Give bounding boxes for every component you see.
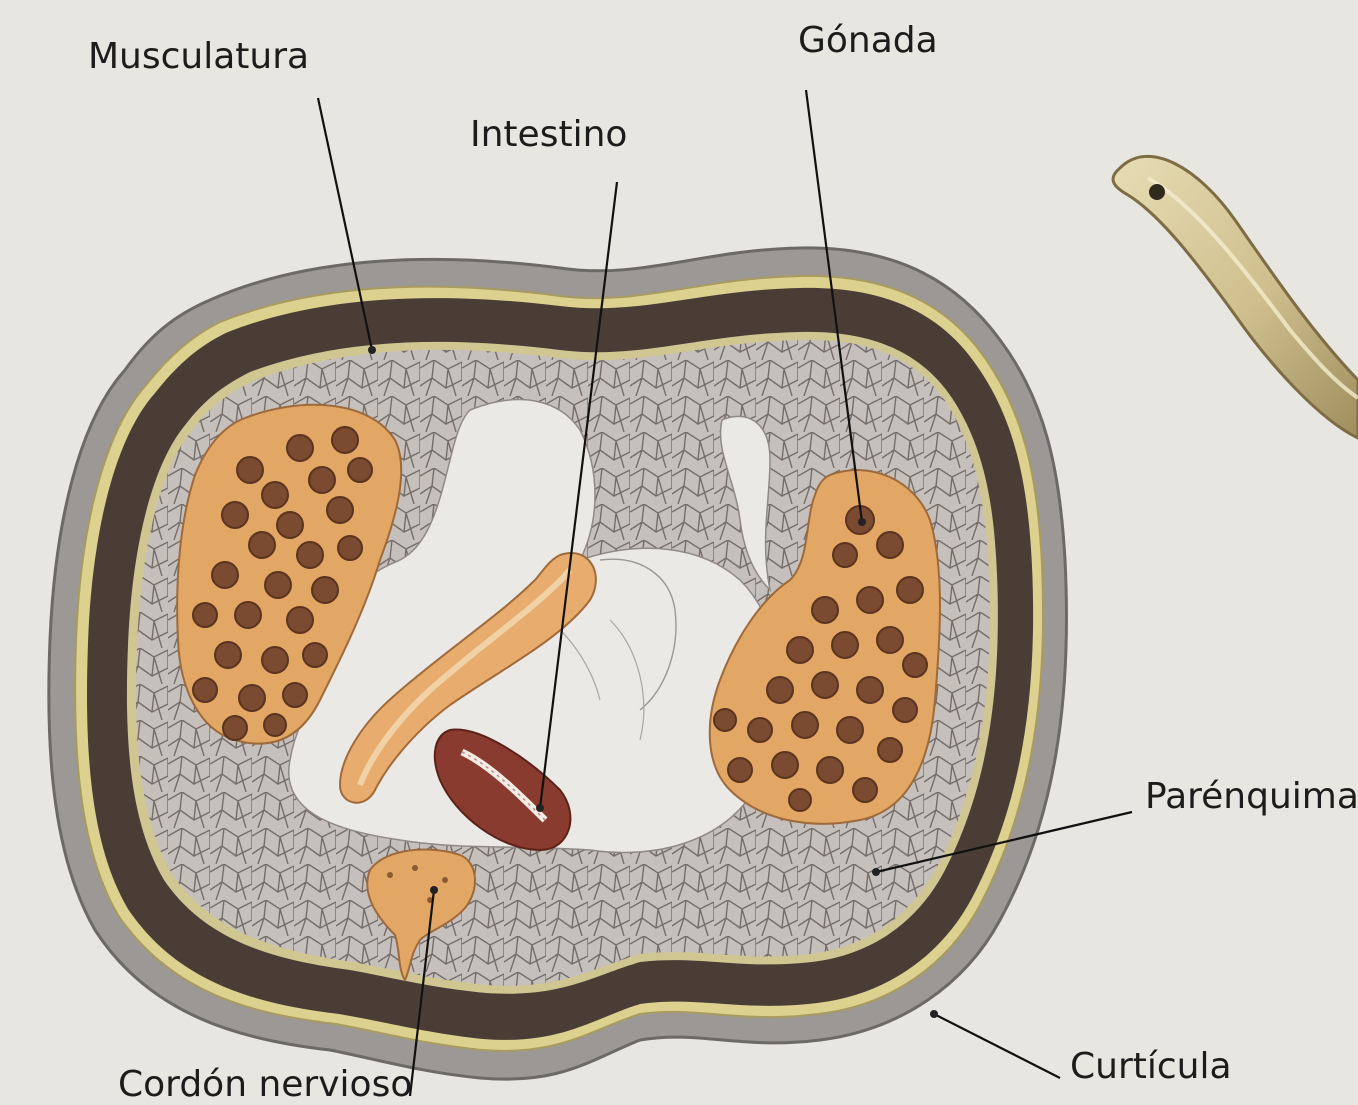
curticula-leader-line bbox=[934, 1014, 1060, 1078]
label-cordon-nervioso: Cordón nervioso bbox=[118, 1064, 412, 1105]
whole-worm-illustration bbox=[1113, 156, 1358, 438]
gonada-pointer-dot bbox=[858, 518, 866, 526]
curticula-pointer-dot bbox=[930, 1010, 938, 1018]
label-musculatura: Musculatura bbox=[88, 36, 309, 77]
label-intestino: Intestino bbox=[470, 114, 627, 155]
label-gonada: Gónada bbox=[798, 20, 938, 61]
worm-eye-icon bbox=[1149, 184, 1165, 200]
label-curticula: Curtícula bbox=[1070, 1046, 1232, 1087]
musculatura-pointer-dot bbox=[368, 346, 376, 354]
intestino-pointer-dot bbox=[536, 804, 544, 812]
label-parenquima: Parénquima bbox=[1145, 776, 1358, 817]
cordon-nervioso-pointer-dot bbox=[430, 886, 438, 894]
parenquima-pointer-dot bbox=[872, 868, 880, 876]
